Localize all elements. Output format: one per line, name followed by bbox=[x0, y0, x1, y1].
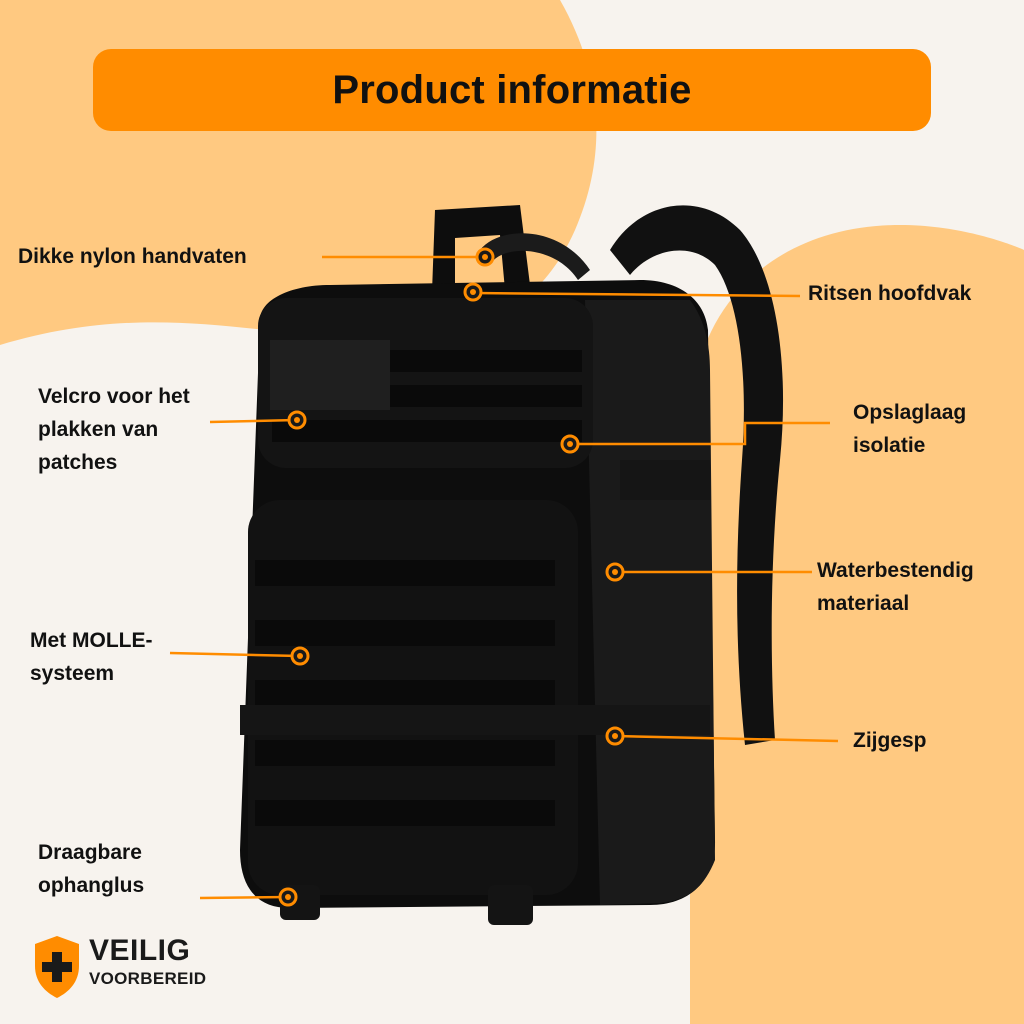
label-main-zip: Ritsen hoofdvak bbox=[808, 282, 972, 305]
label-handles: Dikke nylon handvaten bbox=[18, 245, 247, 268]
shield-plus-icon bbox=[35, 936, 79, 998]
line-hang-loop bbox=[199, 895, 289, 900]
logo-text-line1: VEILIG bbox=[89, 934, 191, 967]
top-handle bbox=[432, 205, 530, 292]
label-hang-loop: Draagbare ophanglus bbox=[38, 841, 145, 897]
line-molle bbox=[169, 651, 301, 658]
line-main-zip bbox=[472, 291, 801, 298]
label-storage: Opslaglaag isolatie bbox=[853, 401, 967, 457]
logo-text-line2: VOORBEREID bbox=[89, 969, 207, 988]
line-velcro bbox=[209, 418, 298, 424]
shoulder-strap bbox=[610, 205, 784, 745]
label-molle: Met MOLLE- systeem bbox=[30, 629, 153, 685]
label-waterproof: Waterbestendig materiaal bbox=[817, 559, 974, 615]
title-banner: Product informatie bbox=[93, 49, 931, 131]
label-side-buckle: Zijgesp bbox=[853, 729, 927, 752]
line-storage bbox=[570, 421, 830, 446]
line-side-buckle bbox=[614, 734, 839, 743]
brand-logo: VEILIG VOORBEREID bbox=[31, 934, 221, 1004]
page-title: Product informatie bbox=[332, 67, 692, 112]
label-velcro: Velcro voor het plakken van patches bbox=[38, 385, 190, 474]
